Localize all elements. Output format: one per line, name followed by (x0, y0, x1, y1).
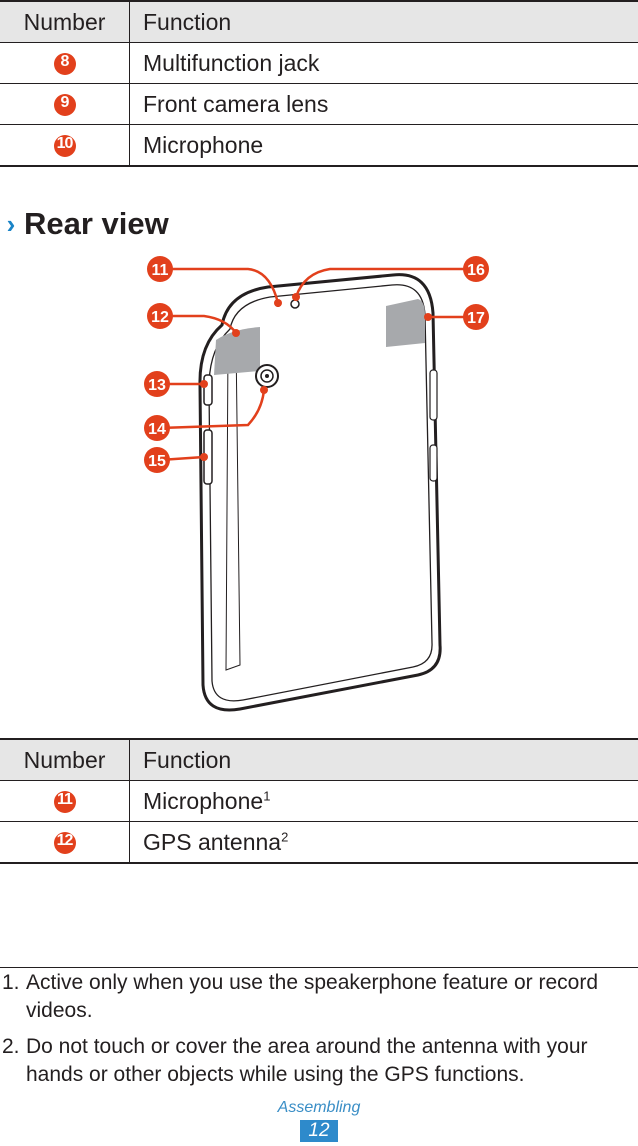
footnote-number: 2. (2, 1035, 20, 1058)
column-header-number: Number (0, 739, 130, 781)
column-header-function: Function (129, 739, 638, 781)
footnote-text: Active only when you use the speakerphon… (26, 971, 599, 1022)
callout-15: 15 (144, 447, 170, 473)
table-row: 11 Microphone1 (0, 780, 638, 822)
callout-leaders (159, 267, 466, 462)
svg-text:16: 16 (467, 262, 485, 279)
chevron-right-icon: › (6, 208, 16, 239)
callout-dots (200, 293, 432, 461)
function-text: Microphone (143, 787, 264, 814)
rear-view-diagram: 11 12 13 14 15 16 17 (144, 256, 489, 712)
callout-number-badge: 9 (53, 94, 76, 117)
svg-text:13: 13 (148, 377, 166, 394)
footnote-ref: 2 (281, 828, 289, 844)
footnote-text: Do not touch or cover the area around th… (26, 1035, 588, 1086)
table-header-row: Number Function (0, 739, 638, 781)
column-header-number: Number (0, 1, 130, 43)
table-row: 9 Front camera lens (0, 83, 638, 125)
side-slot-lower (429, 444, 438, 482)
svg-text:15: 15 (148, 453, 166, 470)
function-cell: GPS antenna2 (130, 822, 638, 864)
function-cell: Multifunction jack (143, 49, 320, 76)
callout-14: 14 (144, 415, 170, 441)
svg-text:11: 11 (152, 262, 169, 279)
parts-table-rear: Number Function 11 Microphone1 12 GPS an… (0, 738, 638, 864)
callout-12: 12 (147, 303, 173, 329)
column-header-function: Function (129, 1, 638, 43)
antenna-area-right (386, 299, 425, 347)
callout-number-badge: 8 (53, 53, 76, 76)
footnote-number: 1. (2, 971, 20, 994)
rear-camera-lens-icon (255, 364, 279, 388)
footer-section-name: Assembling (277, 1099, 361, 1116)
page-number: 12 (300, 1120, 338, 1142)
svg-text:17: 17 (467, 310, 485, 327)
callout-number-badge: 10 (53, 135, 76, 158)
side-slot-upper (429, 369, 438, 421)
section-title: Rear view (24, 206, 169, 241)
footnote-divider (0, 967, 638, 968)
gps-antenna-area (214, 327, 260, 375)
callout-17: 17 (463, 304, 489, 330)
callout-16: 16 (463, 256, 489, 282)
table-row: 12 GPS antenna2 (0, 821, 638, 864)
power-key (203, 374, 213, 406)
table-row: 10 Microphone (0, 124, 638, 166)
footnote-ref: 1 (263, 787, 271, 803)
callout-number-badge: 12 (53, 832, 76, 855)
table-header-row: Number Function (0, 1, 638, 43)
function-cell: Microphone (143, 131, 264, 158)
function-text: GPS antenna (143, 828, 282, 855)
table-row: 8 Multifunction jack (0, 42, 638, 84)
callout-number-badge: 11 (53, 791, 76, 814)
parts-table-front: Number Function 8 Multifunction jack 9 F… (0, 0, 638, 167)
function-cell: Front camera lens (143, 90, 329, 117)
svg-text:12: 12 (151, 309, 169, 326)
svg-text:14: 14 (148, 421, 166, 438)
section-heading: › Rear view (0, 204, 169, 244)
function-cell: Microphone1 (130, 781, 638, 822)
callout-11: 11 (147, 256, 173, 282)
callout-13: 13 (144, 371, 170, 397)
